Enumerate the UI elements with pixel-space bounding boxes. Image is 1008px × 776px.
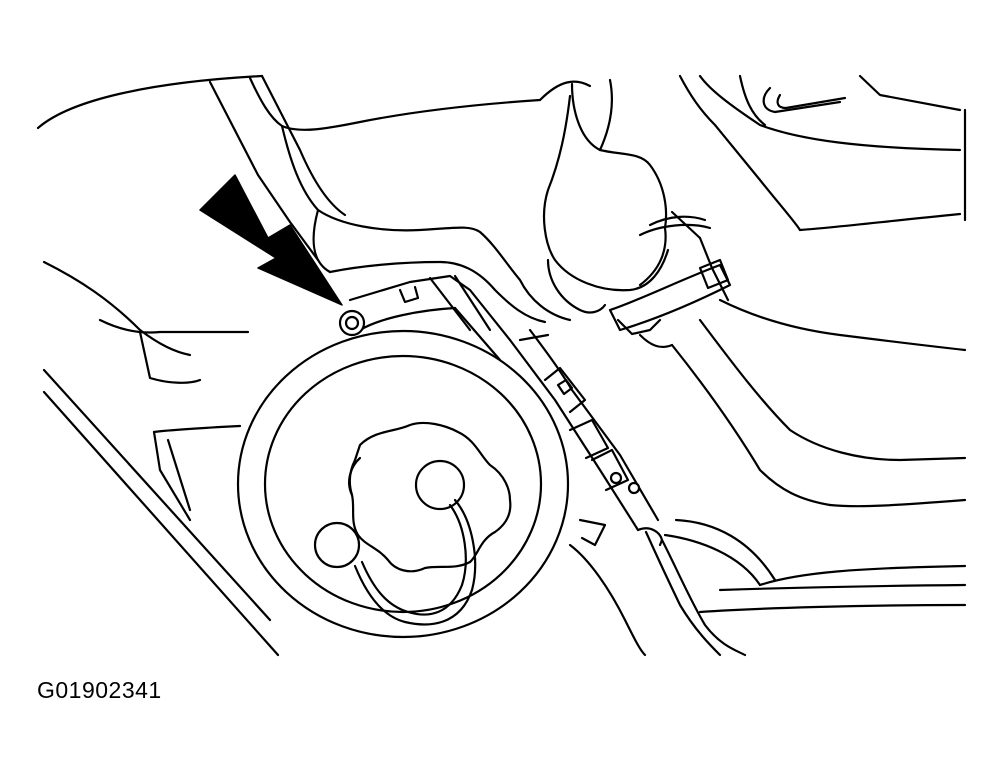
mounting-bolt [338, 309, 366, 337]
return-pipe [670, 298, 967, 508]
hose-clamp [608, 210, 732, 349]
upper-left-panel [36, 74, 347, 262]
reservoir-tank [248, 76, 670, 324]
mounting-bracket [348, 274, 512, 362]
figure-id-label: G01902341 [37, 677, 162, 703]
upper-right-structure [678, 74, 967, 232]
power-steering-pump [236, 329, 570, 639]
lower-left-body-edges [42, 260, 280, 657]
pointer-arrow [199, 174, 343, 306]
pressure-line [508, 328, 777, 657]
lower-right-rails [568, 543, 967, 657]
sensor-wire [313, 459, 477, 626]
